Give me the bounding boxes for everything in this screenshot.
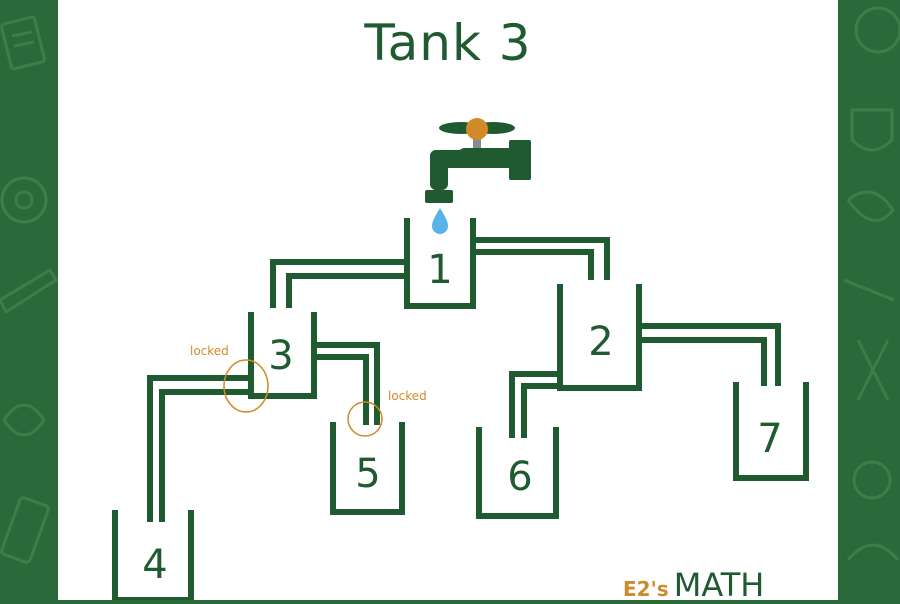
puzzle-panel: Tank 3 xyxy=(58,0,838,604)
tank-label-4: 4 xyxy=(142,542,167,588)
lock-marker-3-5[interactable] xyxy=(347,401,383,437)
tank-label-5: 5 xyxy=(355,451,380,497)
tank-label-3: 3 xyxy=(268,333,293,379)
tank-diagram: 1 2 3 4 5 6 7 locked locked xyxy=(112,118,809,600)
tank-4 xyxy=(112,510,194,600)
tank-5 xyxy=(330,422,405,515)
lock-marker-3-4[interactable] xyxy=(223,359,269,413)
tank-label-2: 2 xyxy=(588,319,613,365)
tank-7 xyxy=(733,382,809,481)
pipe-network xyxy=(147,237,781,522)
lock-label-3-5: locked xyxy=(388,389,427,403)
tank-outlines xyxy=(112,218,809,600)
brand-logo: E2's MATH xyxy=(623,566,764,604)
tank-1 xyxy=(404,218,476,309)
background-doodle-right xyxy=(838,0,900,600)
faucet-icon xyxy=(425,118,531,203)
tank-3 xyxy=(248,312,317,399)
tank-label-7: 7 xyxy=(757,416,782,462)
page-title: Tank 3 xyxy=(364,14,532,72)
lock-label-3-4: locked xyxy=(190,344,229,358)
brand-part-2: MATH xyxy=(673,566,765,604)
water-drop-icon xyxy=(432,208,448,234)
tank-6 xyxy=(476,427,559,519)
tank-2 xyxy=(557,284,642,391)
background-doodle-left xyxy=(0,0,58,600)
brand-part-1: E2's xyxy=(623,577,669,601)
tank-label-1: 1 xyxy=(427,247,452,293)
tank-label-6: 6 xyxy=(507,454,532,500)
